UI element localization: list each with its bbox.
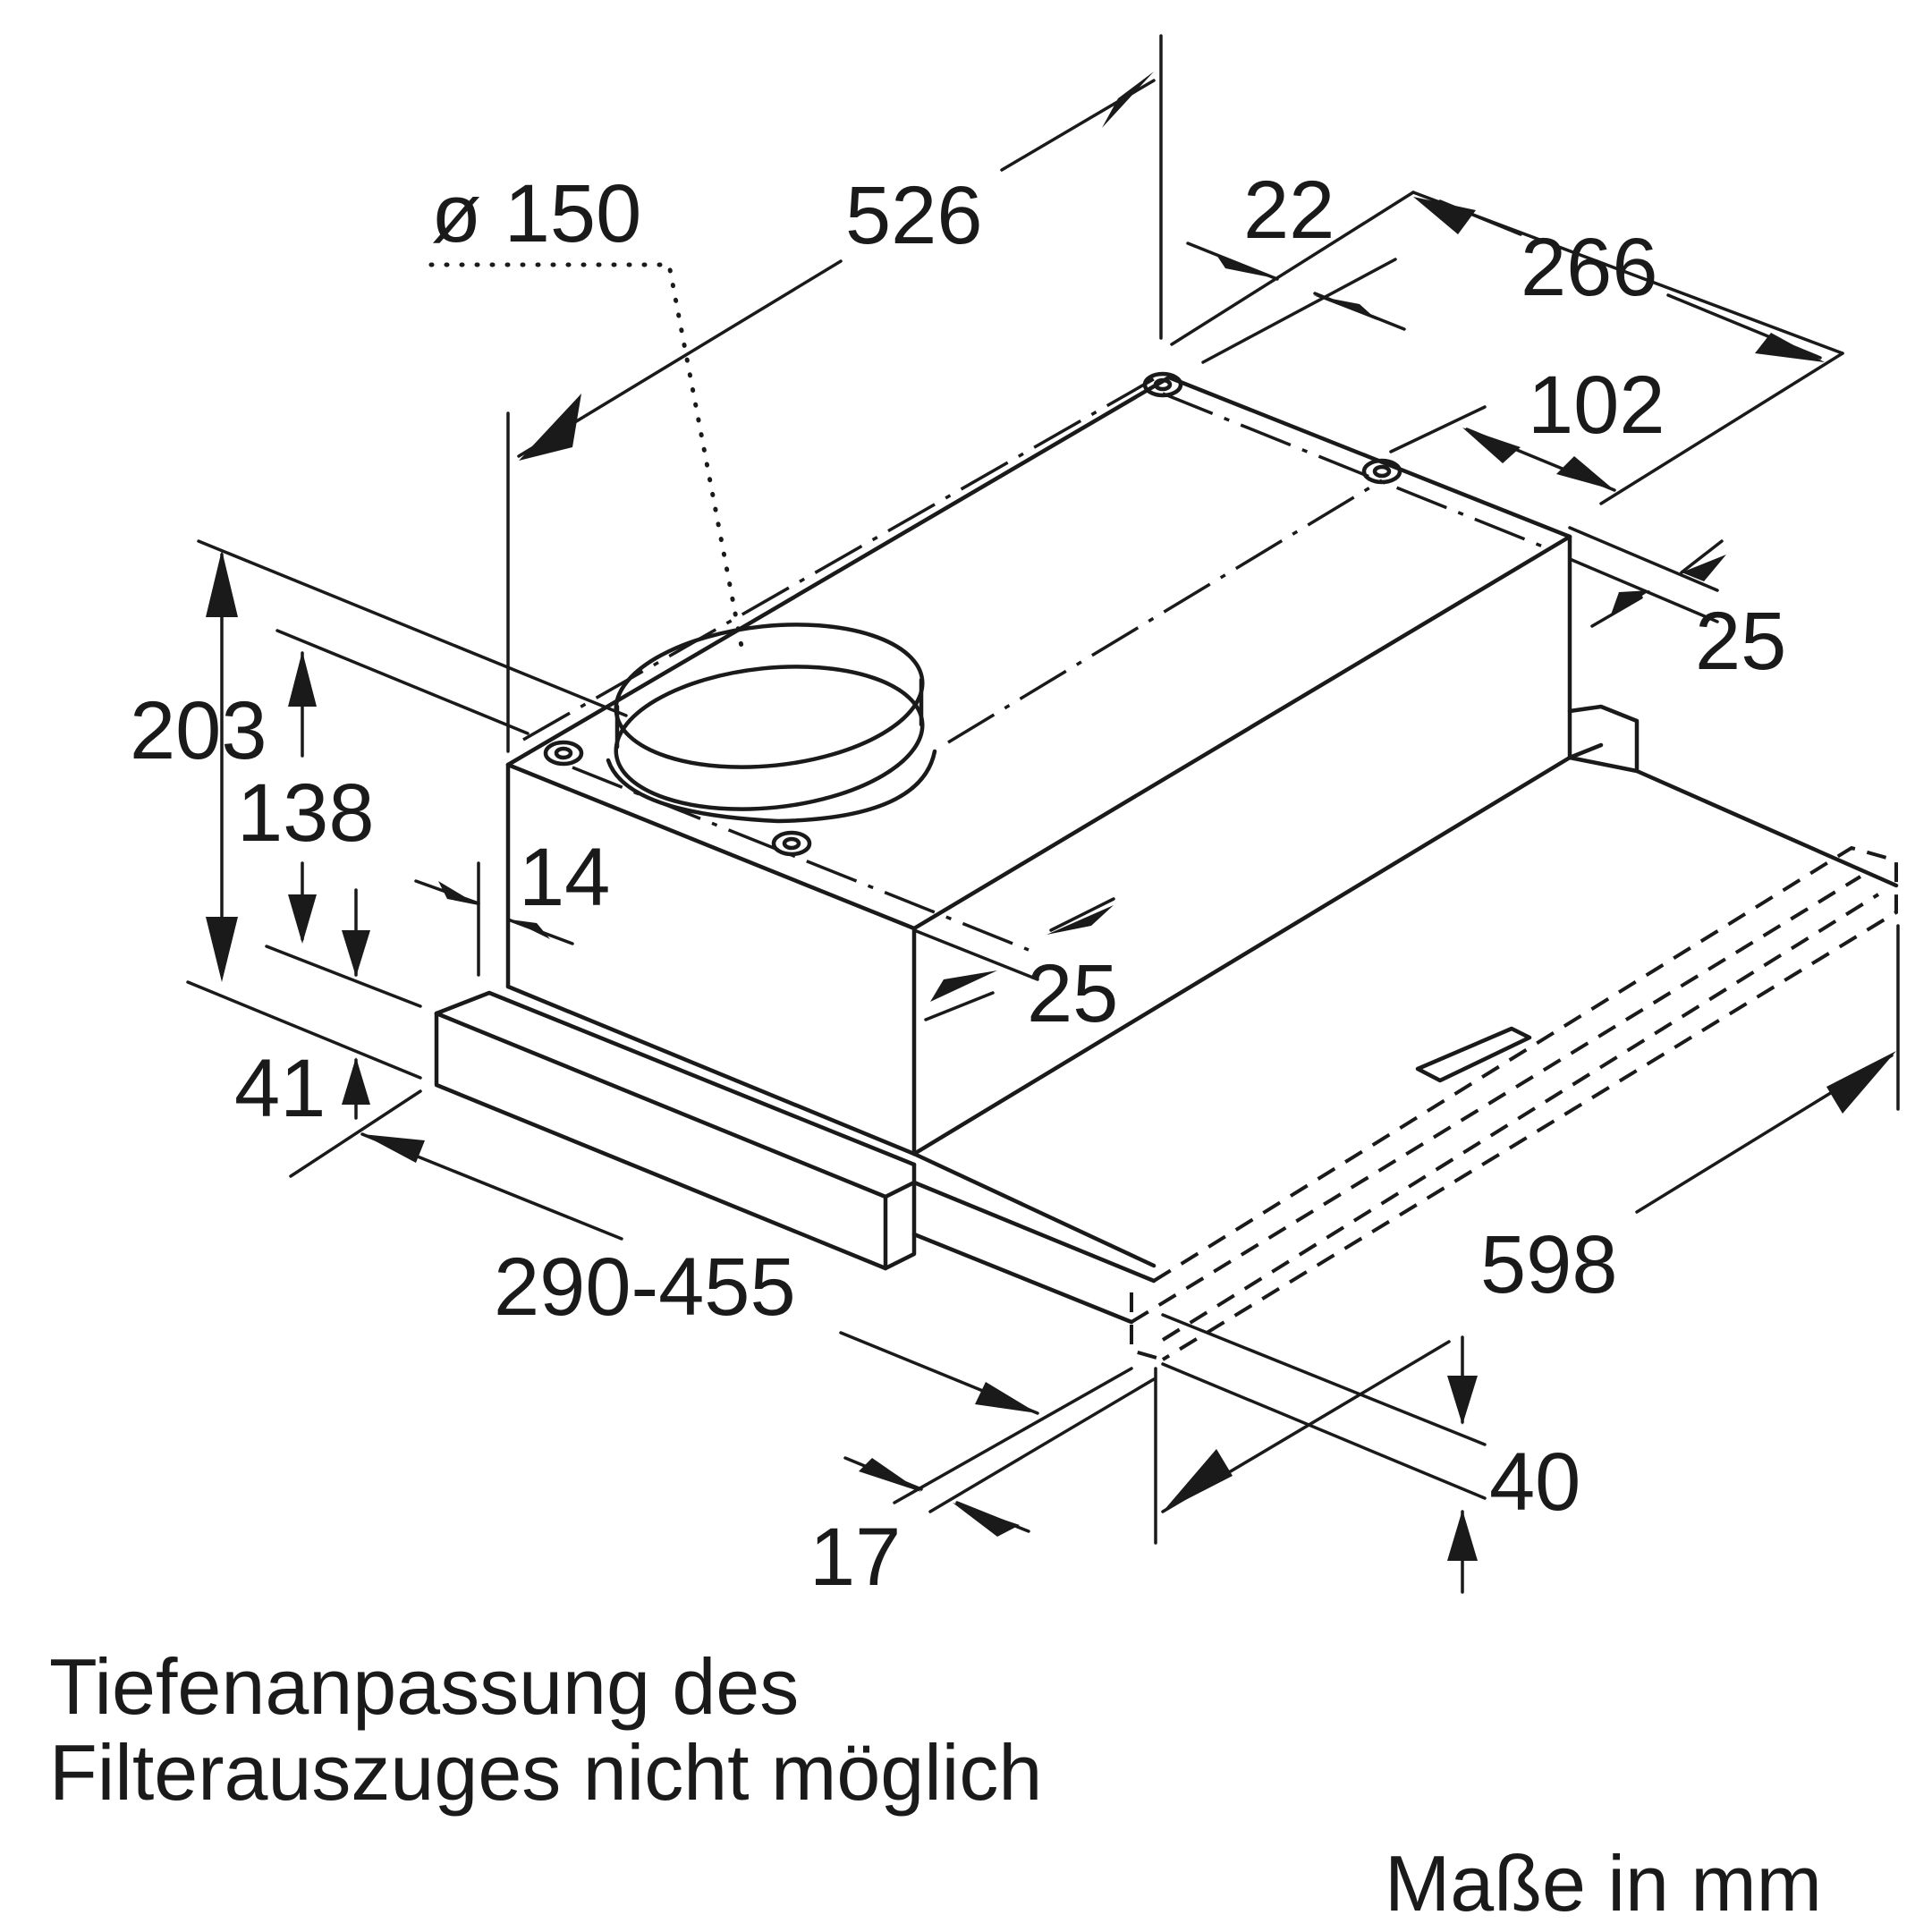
extension-range-label: 290-455: [494, 1241, 796, 1333]
centre-lines: [522, 372, 1553, 952]
arrowhead: [1755, 333, 1825, 362]
arrowhead: [342, 930, 370, 977]
arrowhead: [438, 881, 479, 905]
arrowhead: [1413, 197, 1476, 234]
length-label: 526: [845, 170, 983, 261]
arrowhead: [1216, 255, 1279, 279]
arrowhead: [1447, 1510, 1478, 1561]
lip-label: 17: [809, 1512, 901, 1603]
arrowhead: [342, 1057, 370, 1105]
arrowhead: [1313, 295, 1377, 320]
width-label: 598: [1480, 1219, 1618, 1310]
note-line-2: Filterauszuges nicht möglich: [49, 1728, 1043, 1817]
front-depth-label: 40: [1489, 1436, 1580, 1528]
arrowhead: [1462, 428, 1521, 463]
right-inset-label: 25: [1695, 596, 1786, 687]
visor: [434, 755, 1899, 1325]
body-height-label: 138: [237, 767, 375, 859]
arrowhead: [1682, 555, 1726, 581]
arrowhead: [1102, 72, 1154, 128]
arrowhead: [1826, 1051, 1896, 1114]
mounting-hole: [1153, 377, 1173, 392]
hood-body: [505, 375, 1640, 1157]
arrowhead: [206, 917, 238, 982]
mounting-hole: [782, 836, 801, 851]
top-offset-label: 22: [1243, 165, 1335, 256]
arrowhead: [362, 1134, 425, 1163]
arrowhead: [1556, 456, 1614, 490]
mounting-hole: [1142, 371, 1183, 398]
duct-collar: [606, 623, 937, 824]
visor-height-label: 41: [234, 1043, 326, 1134]
arrowhead: [1610, 590, 1650, 617]
side-inset-label: 25: [1027, 948, 1118, 1039]
arrowhead: [859, 1458, 921, 1492]
arrowhead: [1447, 1376, 1478, 1425]
extended-filter: [1130, 845, 1898, 1361]
arrowhead: [930, 970, 997, 1002]
arrowhead: [288, 894, 317, 944]
duct-offset-label: 102: [1528, 360, 1665, 451]
arrowhead: [206, 550, 238, 617]
total-height-label: 203: [130, 685, 267, 776]
units-label: Maße in mm: [1385, 1839, 1822, 1928]
arrowhead: [519, 394, 581, 461]
mounting-hole: [543, 740, 584, 767]
arrowhead: [1046, 905, 1114, 935]
arrowhead: [953, 1503, 1020, 1537]
depth-label: 266: [1521, 222, 1658, 313]
arrowhead: [510, 919, 550, 939]
arrowhead: [288, 651, 317, 707]
arrowhead: [1163, 1449, 1233, 1512]
arrowhead: [975, 1382, 1038, 1413]
dimension-lines: [186, 34, 1900, 1594]
mounting-hole: [771, 830, 812, 857]
mounting-hole: [1372, 464, 1392, 479]
front-gap-label: 14: [519, 832, 610, 923]
diameter-label: ø 150: [431, 168, 641, 259]
mounting-hole: [554, 746, 573, 760]
note-line-1: Tiefenanpassung des: [49, 1642, 800, 1731]
diameter-leader: [428, 262, 745, 654]
mounting-holes: [543, 371, 1402, 857]
